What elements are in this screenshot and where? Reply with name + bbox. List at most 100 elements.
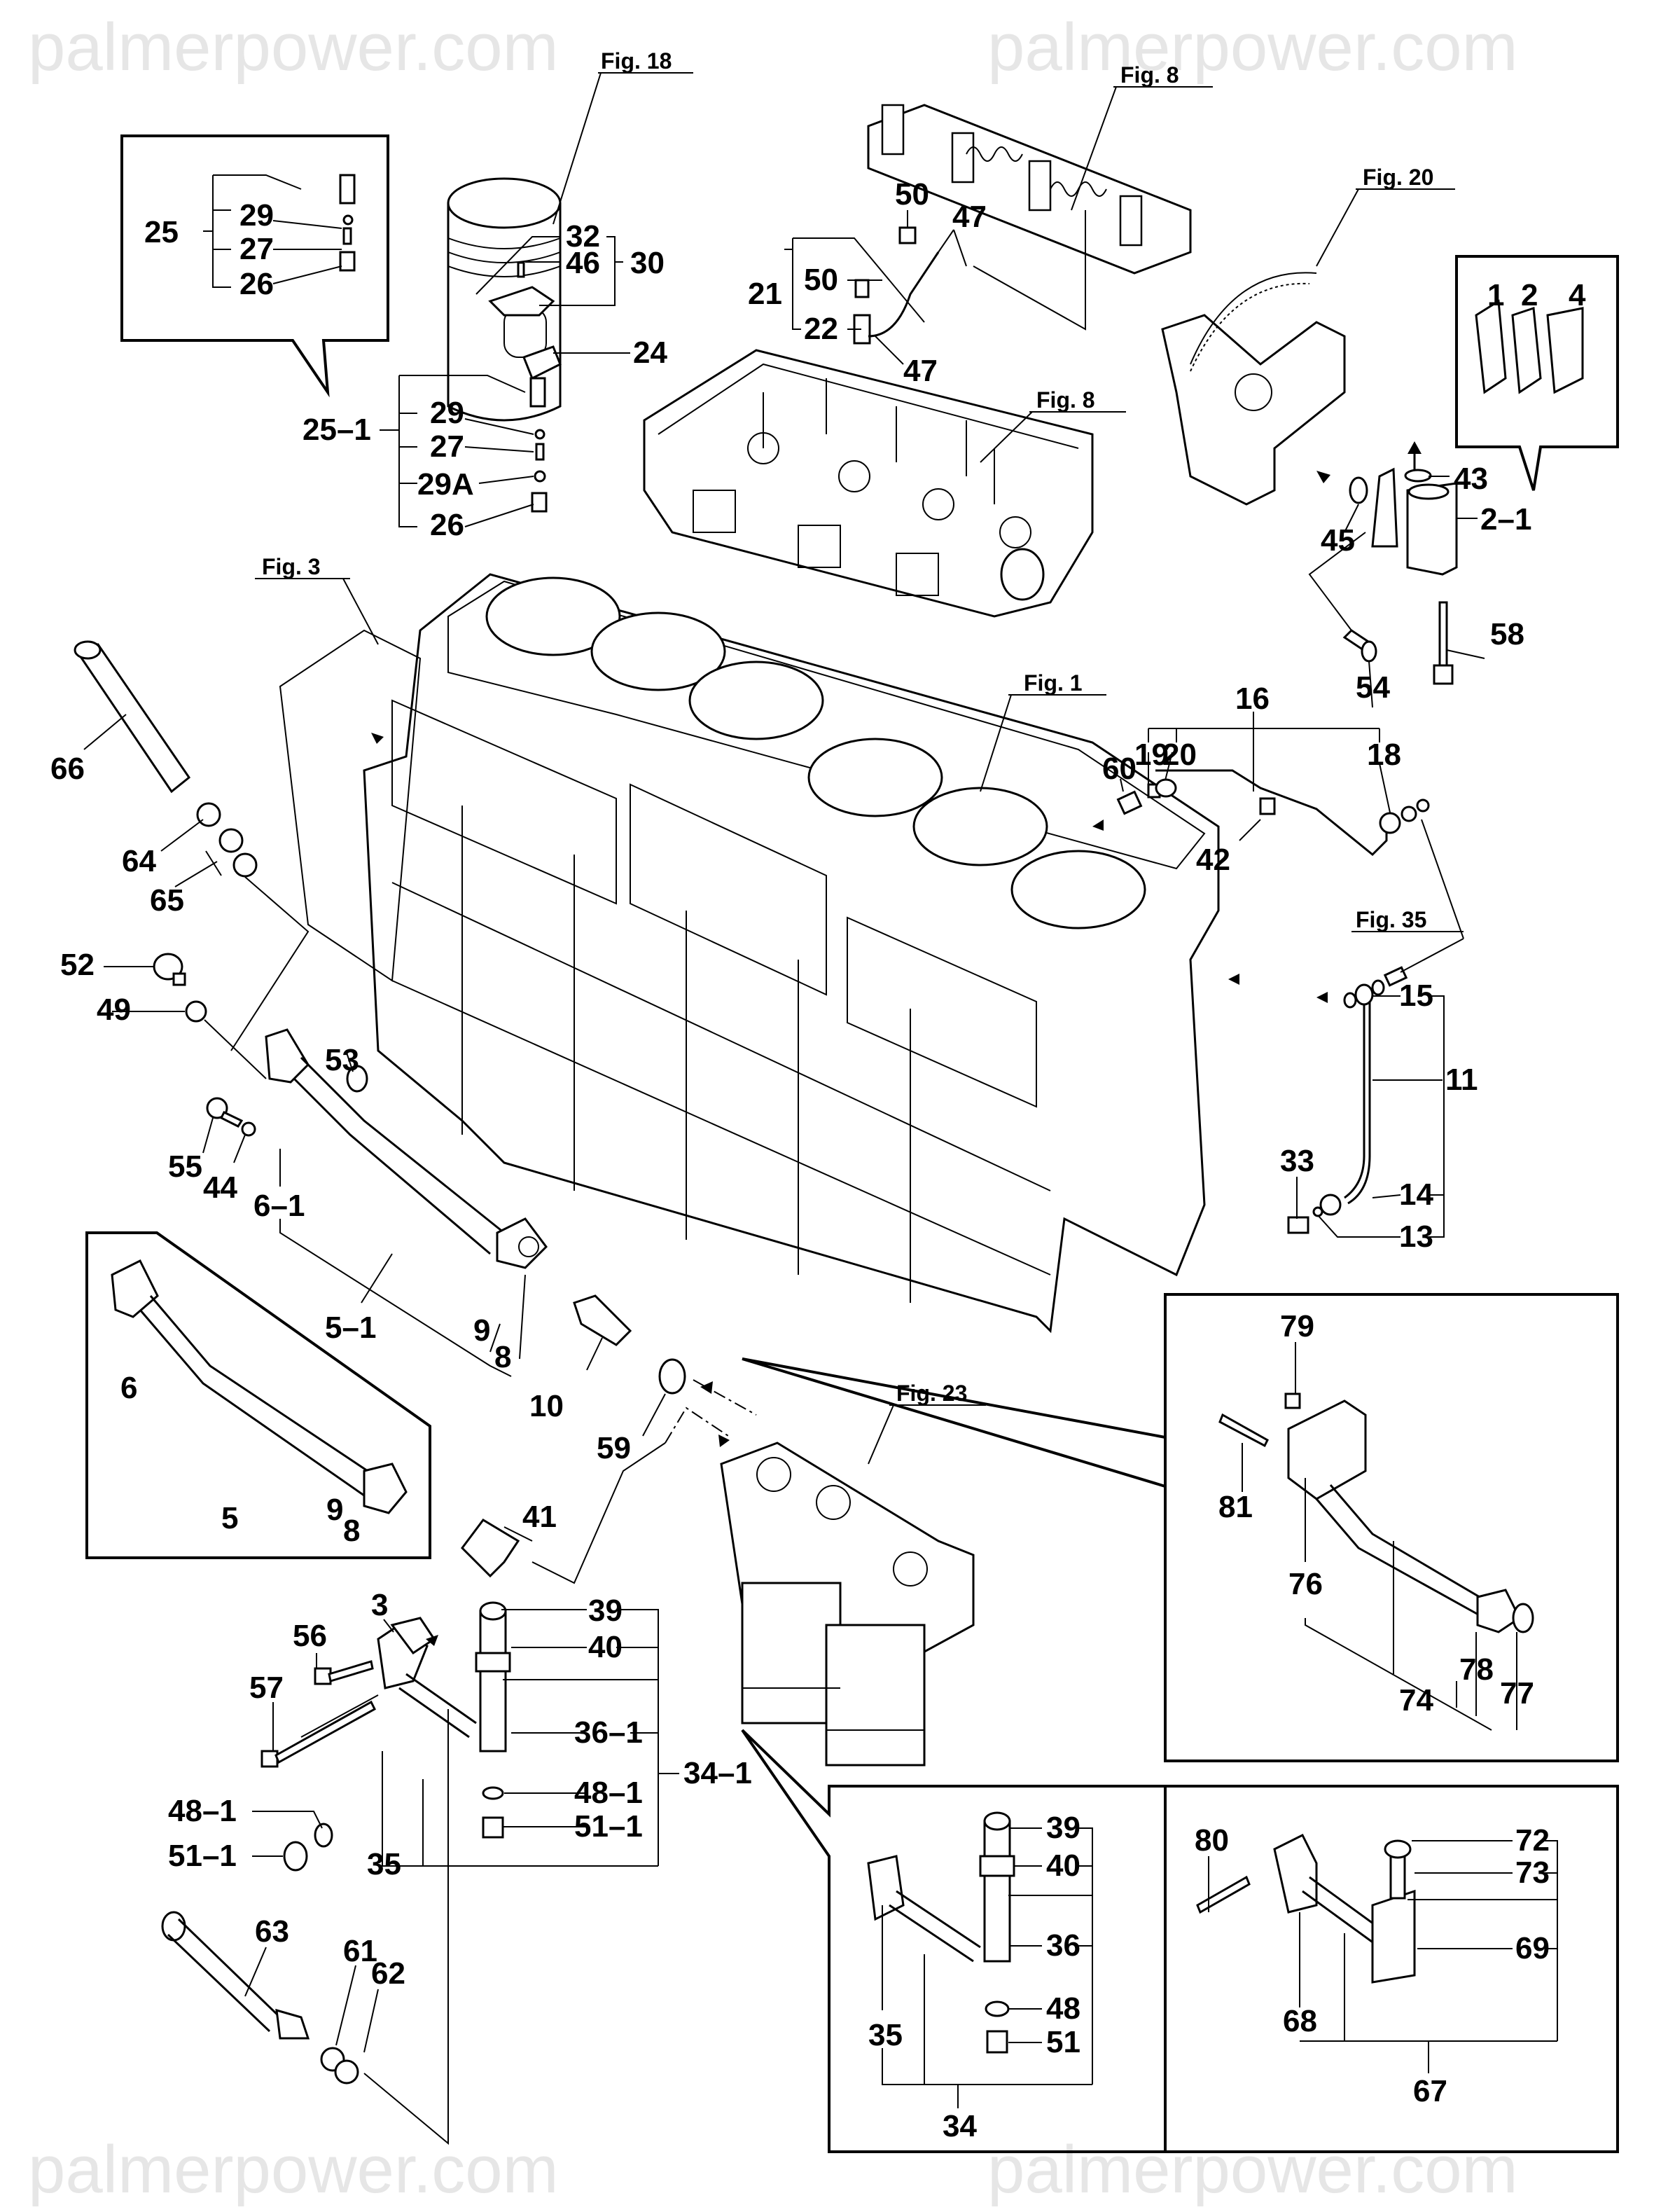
part-63-oil-level-gauge[interactable] xyxy=(161,1911,310,2040)
part-80-bolt[interactable] xyxy=(1196,1875,1251,1914)
callout-14: 14 xyxy=(1399,1177,1433,1212)
callout-40: 40 xyxy=(588,1630,623,1664)
part-58-bolt[interactable] xyxy=(1433,601,1454,685)
part-48-1-washer-b[interactable] xyxy=(314,1823,333,1848)
detail-box-oil-pump-body xyxy=(1455,255,1619,491)
part-81-bolt[interactable] xyxy=(1218,1413,1269,1448)
part-52-plug[interactable] xyxy=(153,953,186,986)
fig-ref-8-mid[interactable]: Fig. 8 xyxy=(1036,387,1095,413)
callout-66: 66 xyxy=(50,752,85,786)
part-59-oring[interactable] xyxy=(658,1358,686,1395)
part-78-nut[interactable] xyxy=(1476,1589,1521,1633)
part-76-flange[interactable] xyxy=(1287,1399,1367,1500)
part-10-adapter[interactable] xyxy=(573,1294,632,1346)
oil-filter-assembly[interactable] xyxy=(720,1442,975,1767)
callout-73: 73 xyxy=(1515,1855,1550,1890)
callout-46: 46 xyxy=(566,246,600,280)
part-21-oil-pipe[interactable] xyxy=(868,251,940,338)
part-2-pump-body[interactable] xyxy=(1511,306,1542,394)
part-35-flange[interactable] xyxy=(867,1855,905,1921)
callout-67: 67 xyxy=(1413,2074,1447,2108)
part-4-cover[interactable] xyxy=(1546,307,1584,394)
callout-29A: 29A xyxy=(417,467,474,502)
oil-pump[interactable] xyxy=(1161,272,1346,506)
callout-22: 22 xyxy=(804,312,838,346)
fig-ref-3[interactable]: Fig. 3 xyxy=(262,554,321,579)
fig-ref-18[interactable]: Fig. 18 xyxy=(601,48,672,74)
part-65-washer-a[interactable] xyxy=(218,828,244,853)
part-25-1-check-valve-assy[interactable] xyxy=(529,377,548,513)
part-9-nut[interactable] xyxy=(363,1463,408,1514)
cylinder-block[interactable] xyxy=(279,573,1220,1334)
callout-5-1: 5–1 xyxy=(325,1311,376,1345)
part-36-pipe[interactable] xyxy=(983,1820,1011,1963)
fig-ref-8-top[interactable]: Fig. 8 xyxy=(1120,62,1179,88)
part-41-elbow[interactable] xyxy=(461,1519,520,1578)
watermark-bottom-right: palmerpower.com xyxy=(987,2132,1518,2207)
part-54-bolt[interactable] xyxy=(1342,629,1377,663)
part-16-oil-pipe[interactable] xyxy=(1116,769,1430,857)
part-77-oring[interactable] xyxy=(1512,1603,1534,1633)
part-51-plug[interactable] xyxy=(986,2030,1008,2054)
part-64-washer[interactable] xyxy=(196,802,221,827)
part-44-washer[interactable] xyxy=(241,1121,256,1137)
rocker-arm-assembly[interactable] xyxy=(867,104,1192,275)
fig-ref-35[interactable]: Fig. 35 xyxy=(1356,907,1426,932)
part-43-oring[interactable] xyxy=(1404,469,1432,483)
callout-13: 13 xyxy=(1399,1219,1433,1254)
part-39-oring[interactable] xyxy=(983,1811,1011,1831)
part-45-oring[interactable] xyxy=(1349,476,1368,504)
part-72-oring[interactable] xyxy=(1384,1839,1412,1859)
part-66-dipstick-guide[interactable] xyxy=(74,640,191,794)
part-57-bolt[interactable] xyxy=(260,1700,376,1768)
part-56-bolt[interactable] xyxy=(314,1660,374,1685)
callout-34: 34 xyxy=(943,2109,977,2143)
arrow-left-icon xyxy=(1228,974,1239,985)
part-79-bolt[interactable] xyxy=(1284,1392,1301,1409)
callout-34-1: 34–1 xyxy=(683,1756,752,1790)
part-50-banjo-bolt-a[interactable] xyxy=(898,226,917,244)
arrow-right-icon xyxy=(718,1435,730,1447)
part-30-fuel-injection-nozzle-holder[interactable] xyxy=(488,261,555,317)
part-48-washer[interactable] xyxy=(985,2000,1010,2017)
part-51-1-plug-a[interactable] xyxy=(482,1816,504,1839)
part-48-1-washer-a[interactable] xyxy=(482,1786,504,1800)
part-11-oil-pipe[interactable] xyxy=(1287,966,1408,1234)
fig-ref-20[interactable]: Fig. 20 xyxy=(1363,165,1433,190)
part-5-1-oil-pipe[interactable] xyxy=(265,1028,548,1269)
part-65-washer-b[interactable] xyxy=(232,852,258,878)
callout-48-1: 48–1 xyxy=(168,1794,237,1828)
part-49-washer[interactable] xyxy=(185,1000,207,1023)
detail-box-67 xyxy=(1164,1785,1619,2153)
part-62-oring[interactable] xyxy=(334,2059,359,2085)
callout-36: 36 xyxy=(1046,1928,1080,1963)
callout-6: 6 xyxy=(120,1371,137,1405)
part-2-1-oil-pump-body[interactable] xyxy=(1371,467,1458,576)
part-55-bolt[interactable] xyxy=(206,1097,244,1128)
callout-44: 44 xyxy=(203,1170,237,1205)
part-69-block[interactable] xyxy=(1371,1889,1416,1984)
callout-72: 72 xyxy=(1515,1823,1550,1858)
callout-47: 47 xyxy=(952,200,987,234)
cylinder-head[interactable] xyxy=(643,349,1094,618)
watermark-bottom-left: palmerpower.com xyxy=(28,2132,559,2207)
part-68-flange[interactable] xyxy=(1273,1833,1318,1914)
part-51-1-plug-b[interactable] xyxy=(283,1841,308,1872)
callout-25: 25 xyxy=(144,215,179,249)
callout-48: 48 xyxy=(1046,1991,1080,2026)
callout-45: 45 xyxy=(1321,523,1355,558)
watermark-top-left: palmerpower.com xyxy=(28,10,559,85)
callout-65: 65 xyxy=(150,883,184,918)
flow-arrows xyxy=(371,441,1422,1646)
part-1-gasket[interactable] xyxy=(1475,299,1507,394)
part-53-oring[interactable] xyxy=(346,1065,368,1093)
part-40-nut[interactable] xyxy=(979,1855,1015,1877)
arrow-left-icon xyxy=(700,1381,713,1394)
part-24-clamp[interactable] xyxy=(522,345,562,380)
part-25-check-valve-assy-detail[interactable] xyxy=(339,174,356,272)
callout-20: 20 xyxy=(1162,738,1197,772)
part-22-pipe-joint[interactable] xyxy=(853,279,871,345)
fig-ref-1[interactable]: Fig. 1 xyxy=(1024,670,1083,696)
part-6-flange[interactable] xyxy=(111,1259,159,1318)
fig-ref-23[interactable]: Fig. 23 xyxy=(896,1381,967,1406)
